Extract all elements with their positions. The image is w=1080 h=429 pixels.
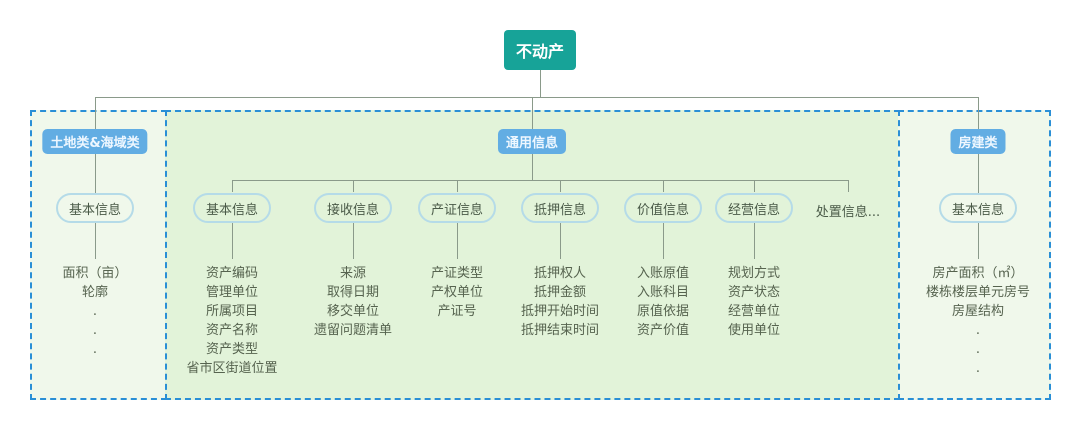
connector: [663, 223, 664, 259]
leaf-item: 规划方式: [727, 266, 781, 281]
leaf-item: 遗留问题清单: [313, 323, 393, 338]
leaf-item: 省市区街道位置: [186, 361, 278, 376]
leaf-item: 资产编码: [205, 266, 259, 281]
leaf-item: 使用单位: [727, 323, 781, 338]
category-node[interactable]: 土地类&海域类: [42, 129, 148, 154]
connector: [754, 223, 755, 259]
connector: [353, 180, 354, 192]
leaf-item: 入账科目: [636, 285, 690, 300]
land-sea-section: [30, 110, 167, 400]
connector: [978, 97, 979, 129]
group-node[interactable]: 抵押信息: [521, 193, 599, 223]
connector: [560, 223, 561, 259]
building-section: [898, 110, 1051, 400]
group-node[interactable]: 价值信息: [624, 193, 702, 223]
group-node[interactable]: 接收信息: [314, 193, 392, 223]
leaf-item: 面积（亩）: [62, 266, 128, 281]
connector: [457, 180, 458, 192]
leaf-item: 房屋结构: [951, 304, 1005, 319]
connector: [754, 180, 755, 192]
connector: [95, 97, 979, 98]
leaf-item: 房产面积（㎡）: [932, 266, 1024, 281]
leaf-item: .: [975, 361, 981, 376]
leaf-list: 面积（亩） 轮廓...: [62, 264, 127, 359]
connector: [848, 180, 849, 192]
leaf-item: 资产名称: [205, 323, 259, 338]
connector: [353, 223, 354, 259]
leaf-item: 经营单位: [727, 304, 781, 319]
leaf-item: 所属项目: [205, 304, 259, 319]
leaf-item: .: [92, 342, 98, 357]
leaf-item: .: [975, 342, 981, 357]
connector: [95, 223, 96, 259]
leaf-item: 产证号: [437, 304, 477, 319]
leaf-item: .: [975, 323, 981, 338]
leaf-list: 产证类型产权单位产证号: [431, 264, 483, 321]
leaf-item: 产权单位: [430, 285, 484, 300]
leaf-item: .: [92, 323, 98, 338]
leaf-item: 抵押开始时间: [520, 304, 600, 319]
leaf-list: 规划方式资产状态经营单位使用单位: [728, 264, 780, 340]
leaf-item: 入账原值: [636, 266, 690, 281]
connector: [232, 223, 233, 259]
connector: [540, 70, 541, 97]
group-node[interactable]: 产证信息: [418, 193, 496, 223]
category-node[interactable]: 房建类: [950, 129, 1006, 154]
leaf-item: 管理单位: [205, 285, 259, 300]
leaf-item: 原值依据: [636, 304, 690, 319]
leaf-item: 资产价值: [636, 323, 690, 338]
connector: [232, 180, 233, 192]
root-node[interactable]: 不动产: [504, 30, 576, 70]
leaf-item: 资产类型: [205, 342, 259, 357]
group-node[interactable]: 基本信息: [193, 193, 271, 223]
connector: [232, 180, 848, 181]
connector: [532, 97, 533, 129]
leaf-item: 楼栋楼层单元房号: [925, 285, 1031, 300]
group-node[interactable]: 处置信息...: [815, 204, 881, 220]
group-node[interactable]: 经营信息: [715, 193, 793, 223]
category-node[interactable]: 通用信息: [497, 129, 567, 154]
leaf-list: 入账原值入账科目原值依据资产价值: [637, 264, 689, 340]
leaf-item: 取得日期: [326, 285, 380, 300]
leaf-item: .: [92, 304, 98, 319]
group-node[interactable]: 基本信息: [939, 193, 1017, 223]
leaf-item: 抵押权人: [533, 266, 587, 281]
leaf-item: 产证类型: [430, 266, 484, 281]
leaf-item: 来源: [339, 266, 367, 281]
leaf-item: 抵押结束时间: [520, 323, 600, 338]
leaf-item: 移交单位: [326, 304, 380, 319]
leaf-item: 资产状态: [727, 285, 781, 300]
connector: [457, 223, 458, 259]
leaf-list: 房产面积（㎡） 楼栋楼层单元房号房屋结构...: [926, 264, 1030, 378]
leaf-item: 轮廓: [81, 285, 109, 300]
connector: [663, 180, 664, 192]
connector: [560, 180, 561, 192]
leaf-item: 抵押金额: [533, 285, 587, 300]
connector: [95, 97, 96, 129]
leaf-list: 来源取得日期移交单位遗留问题清单: [314, 264, 392, 340]
connector: [978, 223, 979, 259]
leaf-list: 抵押权人抵押金额抵押开始时间抵押结束时间: [521, 264, 599, 340]
connector: [532, 154, 533, 180]
connector: [95, 154, 96, 193]
group-node[interactable]: 基本信息: [56, 193, 134, 223]
leaf-list: 资产编码管理单位所属项目资产名称资产类型省市区街道位置: [186, 264, 277, 378]
connector: [978, 154, 979, 193]
